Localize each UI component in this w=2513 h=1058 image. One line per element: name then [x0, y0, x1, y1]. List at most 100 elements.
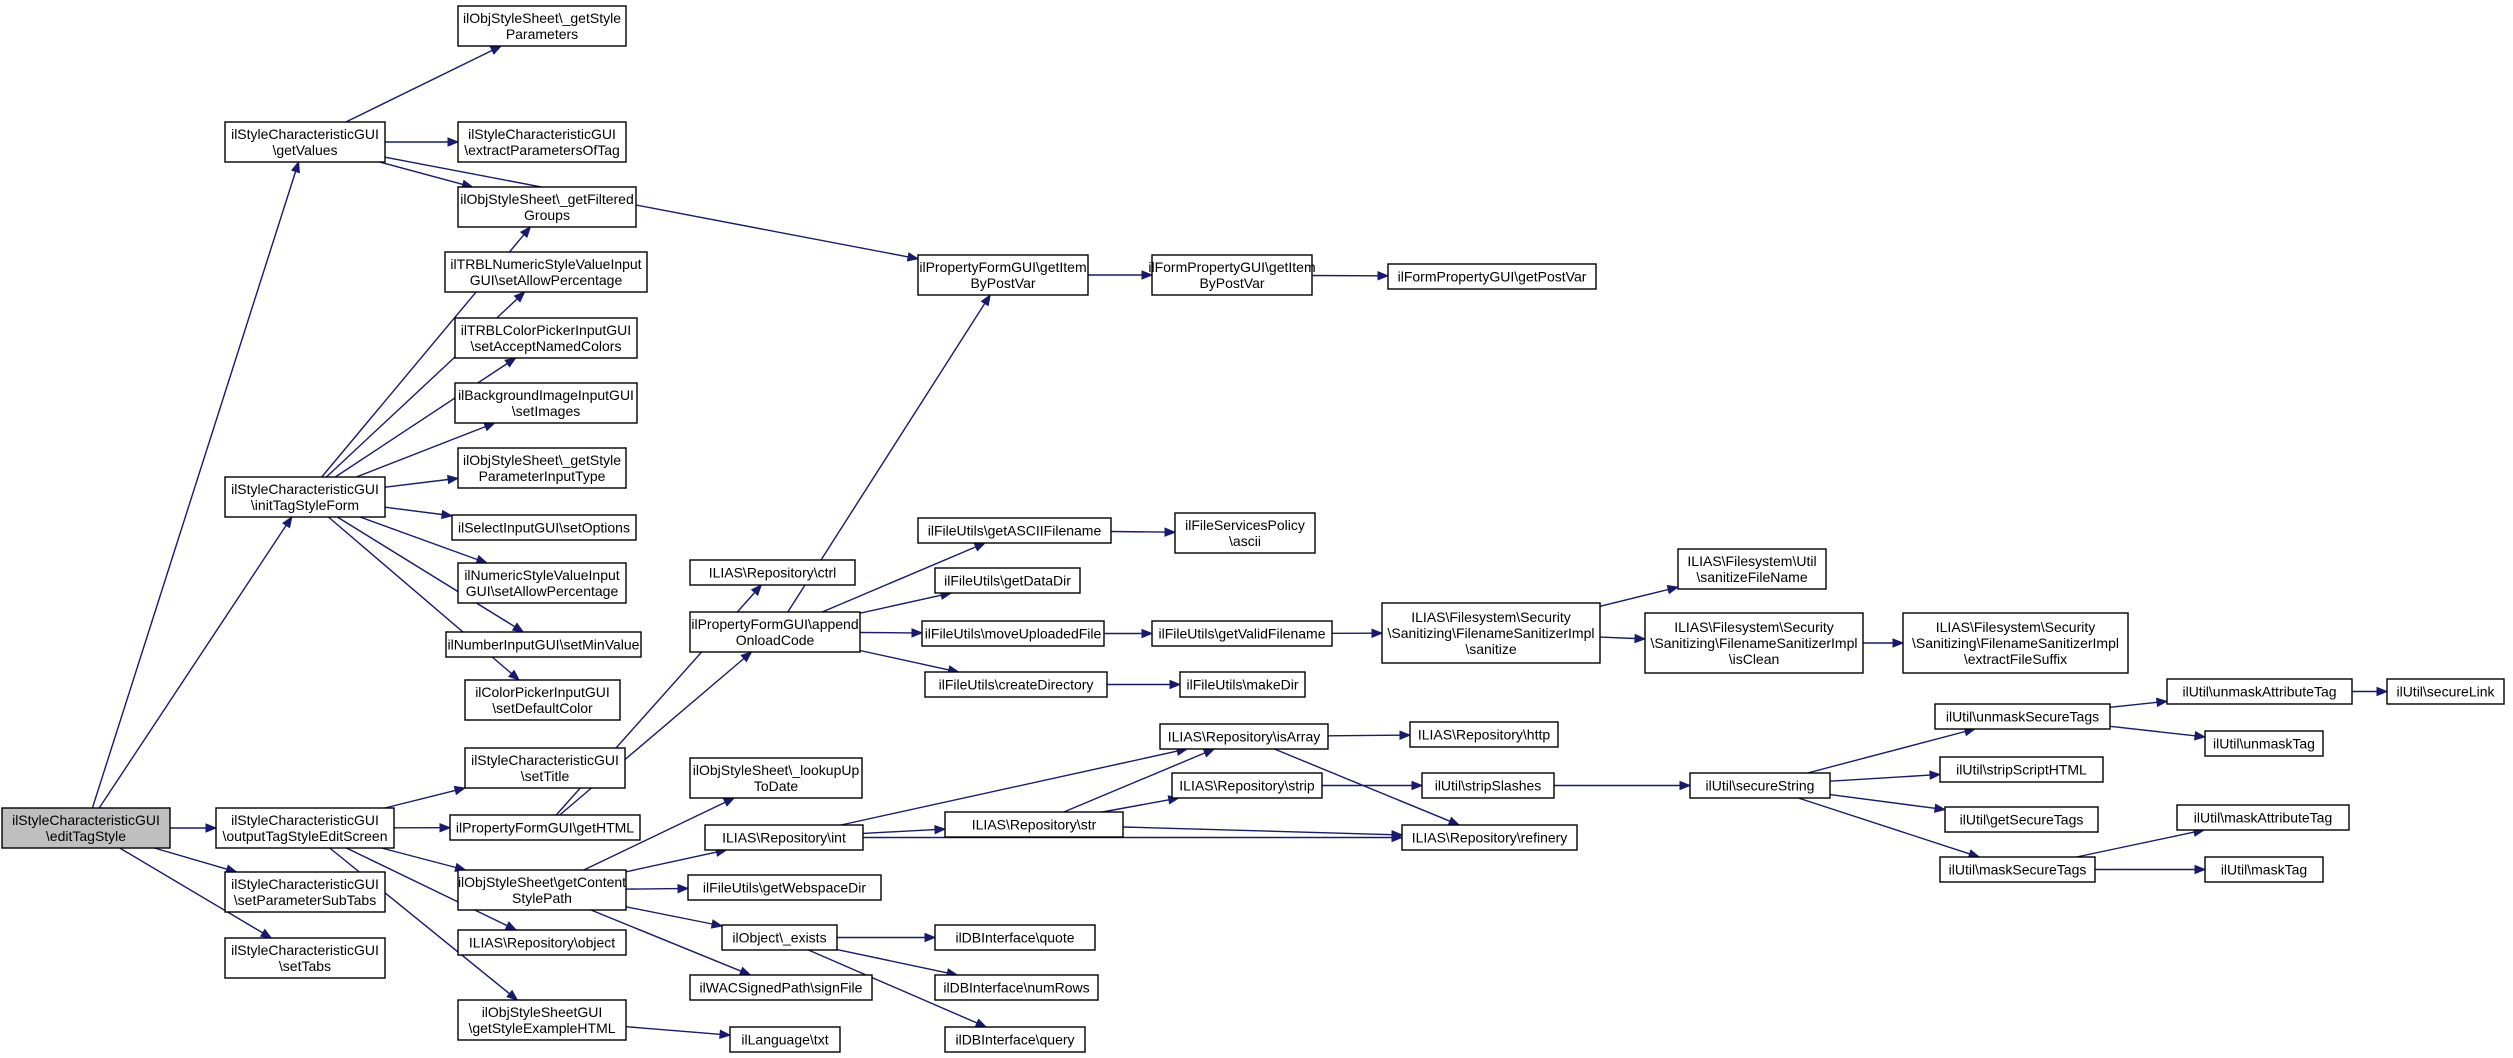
- node-colorDefault[interactable]: ilColorPickerInputGUI\setDefaultColor: [464, 679, 621, 721]
- node-validFilename[interactable]: ilFileUtils\getValidFilename: [1151, 620, 1333, 647]
- node-box[interactable]: [1689, 772, 1831, 799]
- node-box[interactable]: [445, 631, 642, 658]
- node-box[interactable]: [689, 757, 863, 799]
- node-box[interactable]: [1421, 772, 1555, 799]
- node-setTabs[interactable]: ilStyleCharacteristicGUI\setTabs: [224, 937, 386, 979]
- node-box[interactable]: [1409, 721, 1559, 748]
- node-repoHttp[interactable]: ILIAS\Repository\http: [1409, 721, 1559, 748]
- node-box[interactable]: [464, 747, 626, 789]
- node-isClean[interactable]: ILIAS\Filesystem\Security\Sanitizing\Fil…: [1644, 612, 1864, 674]
- node-dbQuote[interactable]: ilDBInterface\quote: [934, 924, 1096, 951]
- node-maskTag[interactable]: ilUtil\maskTag: [2204, 856, 2324, 883]
- node-repoIsArray[interactable]: ILIAS\Repository\isArray: [1159, 723, 1329, 750]
- node-setTitle[interactable]: ilStyleCharacteristicGUI\setTitle: [464, 747, 626, 789]
- node-outputTagStyleEditScreen[interactable]: ilStyleCharacteristicGUI\outputTagStyleE…: [215, 807, 395, 849]
- node-box[interactable]: [1381, 602, 1601, 664]
- node-numericAllowPct[interactable]: ilNumericStyleValueInputGUI\setAllowPerc…: [457, 562, 627, 604]
- node-webspaceDir[interactable]: ilFileUtils\getWebspaceDir: [687, 874, 882, 901]
- node-styleExampleHTML[interactable]: ilObjStyleSheetGUI\getStyleExampleHTML: [457, 999, 627, 1041]
- node-box[interactable]: [1677, 548, 1827, 590]
- node-box[interactable]: [704, 824, 864, 851]
- node-initTagStyleForm[interactable]: ilStyleCharacteristicGUI\initTagStyleFor…: [224, 476, 386, 518]
- node-extractParametersOfTag[interactable]: ilStyleCharacteristicGUI\extractParamete…: [457, 121, 627, 163]
- node-box[interactable]: [934, 974, 1099, 1001]
- node-moveUploaded[interactable]: ilFileUtils\moveUploadedFile: [921, 620, 1105, 647]
- node-signFile[interactable]: ilWACSignedPath\signFile: [689, 974, 873, 1001]
- node-box[interactable]: [924, 671, 1108, 698]
- node-box[interactable]: [1179, 671, 1306, 698]
- node-numberMinValue[interactable]: ilNumberInputGUI\setMinValue: [445, 631, 642, 658]
- node-box[interactable]: [1151, 620, 1333, 647]
- node-getHTML[interactable]: ilPropertyFormGUI\getHTML: [449, 814, 641, 841]
- node-unmaskTag[interactable]: ilUtil\unmaskTag: [2204, 730, 2324, 757]
- node-box[interactable]: [689, 974, 873, 1001]
- node-createDirectory[interactable]: ilFileUtils\createDirectory: [924, 671, 1108, 698]
- node-sanitize[interactable]: ILIAS\Filesystem\Security\Sanitizing\Fil…: [1381, 602, 1601, 664]
- node-stripScriptHTML[interactable]: ilUtil\stripScriptHTML: [1939, 756, 2104, 783]
- node-box[interactable]: [2204, 730, 2324, 757]
- node-paramInputType[interactable]: ilObjStyleSheet\_getStyleParameterInputT…: [457, 447, 627, 489]
- node-setParameterSubTabs[interactable]: ilStyleCharacteristicGUI\setParameterSub…: [224, 871, 386, 913]
- node-fsPolicyAscii[interactable]: ilFileServicesPolicy\ascii: [1174, 512, 1316, 554]
- node-box[interactable]: [224, 937, 386, 979]
- node-box[interactable]: [917, 254, 1089, 296]
- node-box[interactable]: [1934, 703, 2111, 730]
- node-box[interactable]: [457, 186, 637, 228]
- node-box[interactable]: [1159, 723, 1329, 750]
- node-box[interactable]: [934, 924, 1096, 951]
- node-box[interactable]: [944, 1026, 1086, 1053]
- node-box[interactable]: [454, 317, 638, 359]
- node-box[interactable]: [2386, 678, 2505, 705]
- node-dbQuery[interactable]: ilDBInterface\query: [944, 1026, 1086, 1053]
- node-box[interactable]: [224, 121, 386, 163]
- node-repoStr[interactable]: ILIAS\Repository\str: [944, 811, 1124, 838]
- node-box[interactable]: [1939, 756, 2104, 783]
- node-secureString[interactable]: ilUtil\secureString: [1689, 772, 1831, 799]
- node-box[interactable]: [224, 871, 386, 913]
- node-objExists[interactable]: ilObject\_exists: [721, 924, 838, 951]
- node-bgImage[interactable]: ilBackgroundImageInputGUI\setImages: [454, 382, 638, 424]
- node-box[interactable]: [457, 121, 627, 163]
- node-dbNumRows[interactable]: ilDBInterface\numRows: [934, 974, 1099, 1001]
- node-box[interactable]: [2176, 804, 2350, 831]
- node-box[interactable]: [444, 251, 648, 293]
- node-maskSecureTags[interactable]: ilUtil\maskSecureTags: [1939, 856, 2096, 883]
- node-box[interactable]: [944, 811, 1124, 838]
- node-box[interactable]: [1401, 824, 1578, 851]
- node-asciiFilename[interactable]: ilFileUtils\getASCIIFilename: [917, 517, 1112, 544]
- node-box[interactable]: [921, 620, 1105, 647]
- node-getDataDir[interactable]: ilFileUtils\getDataDir: [934, 567, 1081, 594]
- node-box[interactable]: [457, 869, 627, 911]
- node-box[interactable]: [689, 611, 861, 653]
- node-box[interactable]: [457, 562, 627, 604]
- node-box[interactable]: [2204, 856, 2324, 883]
- node-box[interactable]: [457, 5, 627, 47]
- node-box[interactable]: [687, 874, 882, 901]
- node-box[interactable]: [1171, 772, 1323, 799]
- node-box[interactable]: [917, 517, 1112, 544]
- node-box[interactable]: [729, 1026, 841, 1053]
- node-maskAttrTag[interactable]: ilUtil\maskAttributeTag: [2176, 804, 2350, 831]
- node-stripSlashes[interactable]: ilUtil\stripSlashes: [1421, 772, 1555, 799]
- node-secureLink[interactable]: ilUtil\secureLink: [2386, 678, 2505, 705]
- node-box[interactable]: [449, 814, 641, 841]
- node-box[interactable]: [451, 514, 637, 541]
- node-unmaskAttrTag[interactable]: ilUtil\unmaskAttributeTag: [2166, 678, 2353, 705]
- node-box[interactable]: [689, 559, 856, 586]
- node-box[interactable]: [464, 679, 621, 721]
- node-box[interactable]: [1, 807, 171, 849]
- node-getValues[interactable]: ilStyleCharacteristicGUI\getValues: [224, 121, 386, 163]
- node-repoCtrl[interactable]: ILIAS\Repository\ctrl: [689, 559, 856, 586]
- node-root[interactable]: ilStyleCharacteristicGUI\editTagStyle: [1, 807, 171, 849]
- node-box[interactable]: [1174, 512, 1316, 554]
- node-getPostVar[interactable]: ilFormPropertyGUI\getPostVar: [1387, 263, 1597, 290]
- node-box[interactable]: [1151, 254, 1313, 296]
- node-repoObject[interactable]: ILIAS\Repository\object: [457, 929, 627, 956]
- node-unmaskSecureTags[interactable]: ilUtil\unmaskSecureTags: [1934, 703, 2111, 730]
- node-trblNumeric[interactable]: ilTRBLNumericStyleValueInputGUI\setAllow…: [444, 251, 648, 293]
- node-box[interactable]: [934, 567, 1081, 594]
